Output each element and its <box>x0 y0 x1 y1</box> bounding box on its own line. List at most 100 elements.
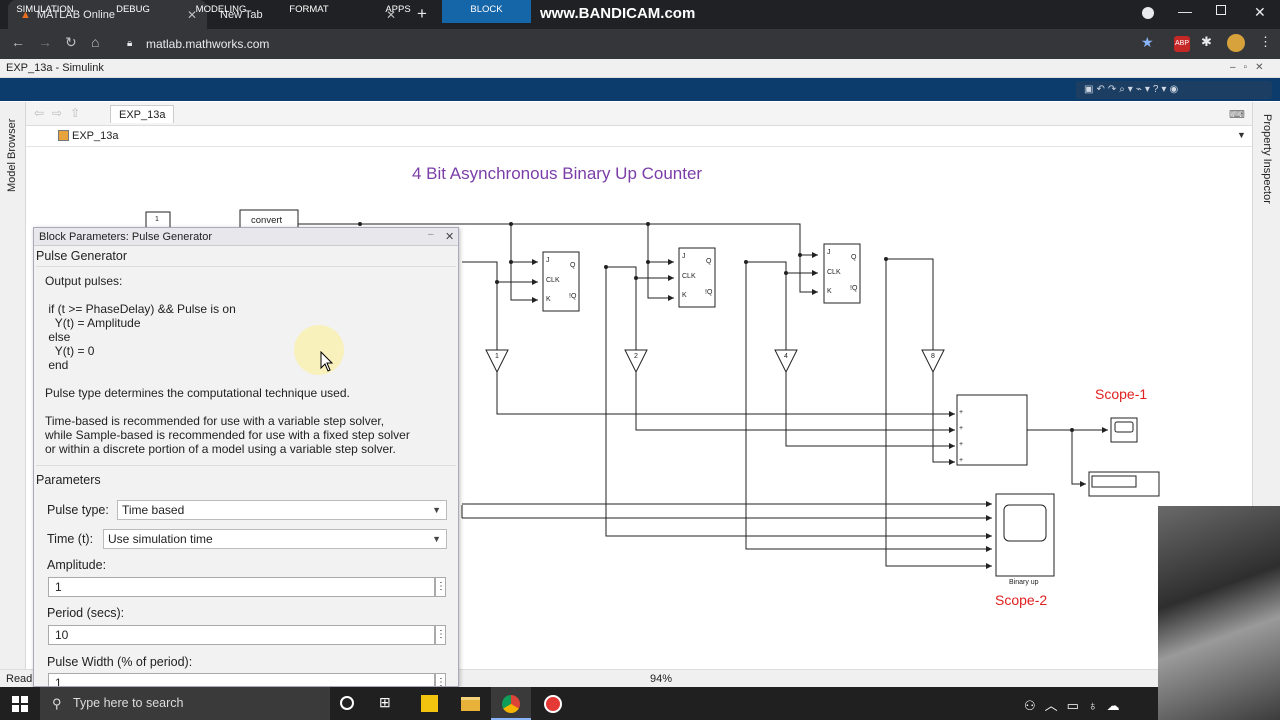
scope-2-label: Scope-2 <box>995 592 1048 608</box>
model-path[interactable]: EXP_13a <box>72 130 119 142</box>
sum-port-1: + <box>959 409 964 416</box>
tab-matlab-online[interactable]: ▲ MATLAB Online ✕ <box>8 0 207 29</box>
amplitude-input[interactable]: 1 <box>48 577 435 597</box>
url-text: matlab.mathworks.com <box>146 37 270 51</box>
pulse-type-label: Pulse type: <box>47 503 109 517</box>
profile-icon[interactable] <box>1227 34 1245 52</box>
jk-flip-flop-3[interactable] <box>823 243 861 304</box>
puzzle-icon[interactable]: ✱ <box>1201 34 1212 49</box>
pulse-width-input[interactable]: 1 <box>48 673 435 686</box>
model-browser-panel: Model Browser <box>0 102 26 672</box>
ribbon <box>0 78 1280 101</box>
search-placeholder: Type here to search <box>73 696 184 710</box>
close-window-icon[interactable]: ✕ <box>1254 4 1266 20</box>
model-icon <box>58 130 69 141</box>
gain-2[interactable] <box>624 349 648 374</box>
more-options-icon[interactable]: ⋮ <box>435 625 446 645</box>
home-icon[interactable]: ⌂ <box>91 34 100 50</box>
zoom-level: 94% <box>650 673 673 685</box>
webcam-overlay <box>1158 506 1280 720</box>
gain-8-label: 8 <box>931 353 935 360</box>
period-input[interactable]: 10 <box>48 625 435 645</box>
maximize-icon[interactable] <box>1216 5 1226 15</box>
tab-modeling[interactable]: MODELING <box>195 4 247 15</box>
forward-icon[interactable]: → <box>38 34 52 50</box>
close-dialog-icon[interactable]: ✕ <box>445 231 455 243</box>
navigation-toolbar <box>26 102 1252 126</box>
close-tab-icon[interactable]: ✕ <box>385 8 396 22</box>
pulse-type-select[interactable]: Time based ▼ <box>117 500 447 520</box>
close-tab-icon[interactable]: ✕ <box>186 8 197 22</box>
search-icon: ⚲ <box>52 696 62 711</box>
tab-apps[interactable]: APPS <box>385 4 411 15</box>
address-row: EXP_13a <box>26 126 1252 147</box>
ff3-clk: CLK <box>827 269 841 276</box>
scope-2-caption: Binary up <box>1009 579 1039 586</box>
tab-search-icon[interactable] <box>1142 7 1154 19</box>
block-type-header: Pulse Generator <box>36 249 128 263</box>
keyboard-icon[interactable]: ⌨ <box>1229 109 1245 121</box>
jk-flip-flop-2[interactable] <box>678 247 716 308</box>
back-icon[interactable]: ← <box>11 34 25 50</box>
sum-block[interactable] <box>956 394 1028 466</box>
browser-tab-bar <box>0 0 1280 29</box>
gain-1-label: 1 <box>495 353 499 360</box>
star-icon[interactable]: ★ <box>1141 34 1154 50</box>
ff2-j: J <box>682 253 686 260</box>
bandicam-icon[interactable] <box>544 695 562 713</box>
amplitude-label: Amplitude: <box>47 558 107 572</box>
breadcrumb-tab[interactable]: EXP_13a <box>110 105 175 123</box>
address-bar[interactable]: 🔒︎ matlab.mathworks.com <box>118 33 1168 55</box>
gain-4[interactable] <box>774 349 798 374</box>
tab-format[interactable]: FORMAT <box>289 4 329 15</box>
description-group <box>36 266 456 466</box>
tab-new-tab[interactable]: New Tab ✕ <box>208 0 406 29</box>
quick-access-toolbar[interactable]: ▣↶↷⌕▾⌁▾?▾◉ <box>1076 81 1272 99</box>
new-tab-icon[interactable]: + <box>417 4 427 23</box>
abp-icon[interactable]: ABP <box>1174 36 1190 52</box>
time-label: Time (t): <box>47 532 94 546</box>
gain-4-label: 4 <box>784 353 788 360</box>
more-options-icon[interactable]: ⋮ <box>435 577 446 597</box>
tab-block[interactable]: BLOCK <box>442 0 531 23</box>
time-select[interactable]: Use simulation time ▼ <box>103 529 447 549</box>
menu-icon[interactable]: ⋮ <box>1259 34 1272 49</box>
ff2-clk: CLK <box>682 273 696 280</box>
jk-flip-flop-1[interactable] <box>542 251 580 312</box>
chevron-down-icon: ▼ <box>432 534 441 544</box>
scope-1-label: Scope-1 <box>1095 386 1148 402</box>
chevron-down-icon[interactable]: ▼ <box>1237 130 1246 140</box>
history-nav-icons[interactable]: ⇦⇨⇧ <box>34 106 89 120</box>
gain-1[interactable] <box>485 349 509 374</box>
dialog-title[interactable]: Block Parameters: Pulse Generator <box>34 228 458 246</box>
tab-label: New Tab <box>220 8 263 21</box>
taskbar-search[interactable]: ⚲ Type here to search <box>40 687 330 720</box>
minimize-dialog-icon[interactable]: – <box>428 229 434 240</box>
status-text: Read <box>6 673 33 685</box>
task-view-icon[interactable]: ⊞ <box>379 694 391 710</box>
windows-icon[interactable] <box>12 696 28 712</box>
system-tray-icons[interactable]: ⚇︿▭♁☁︎ <box>1024 698 1129 713</box>
period-label: Period (secs): <box>47 606 125 620</box>
minimize-icon[interactable]: — <box>1178 3 1192 19</box>
tab-label: MATLAB Online <box>36 8 115 21</box>
ff3-qn: !Q <box>850 285 858 292</box>
matlab-favicon-icon: ▲ <box>20 8 31 21</box>
cortana-icon[interactable] <box>340 696 354 710</box>
ff1-k: K <box>546 296 551 303</box>
sticky-notes-icon[interactable] <box>421 695 438 712</box>
tab-simulation[interactable]: SIMULATION <box>16 4 74 15</box>
more-options-icon[interactable]: ⋮ <box>435 673 446 686</box>
time-value: Use simulation time <box>108 532 213 546</box>
window-title: EXP_13a - Simulink <box>0 59 1280 78</box>
tab-debug[interactable]: DEBUG <box>116 4 150 15</box>
ff3-j: J <box>827 249 831 256</box>
window-controls[interactable]: –▫✕ <box>1230 62 1272 73</box>
chrome-icon[interactable] <box>502 695 520 713</box>
file-explorer-icon[interactable] <box>461 697 480 711</box>
gain-2-label: 2 <box>634 353 638 360</box>
gain-8[interactable] <box>921 349 945 374</box>
reload-icon[interactable]: ↻ <box>65 34 77 50</box>
sum-port-4: + <box>959 457 964 464</box>
